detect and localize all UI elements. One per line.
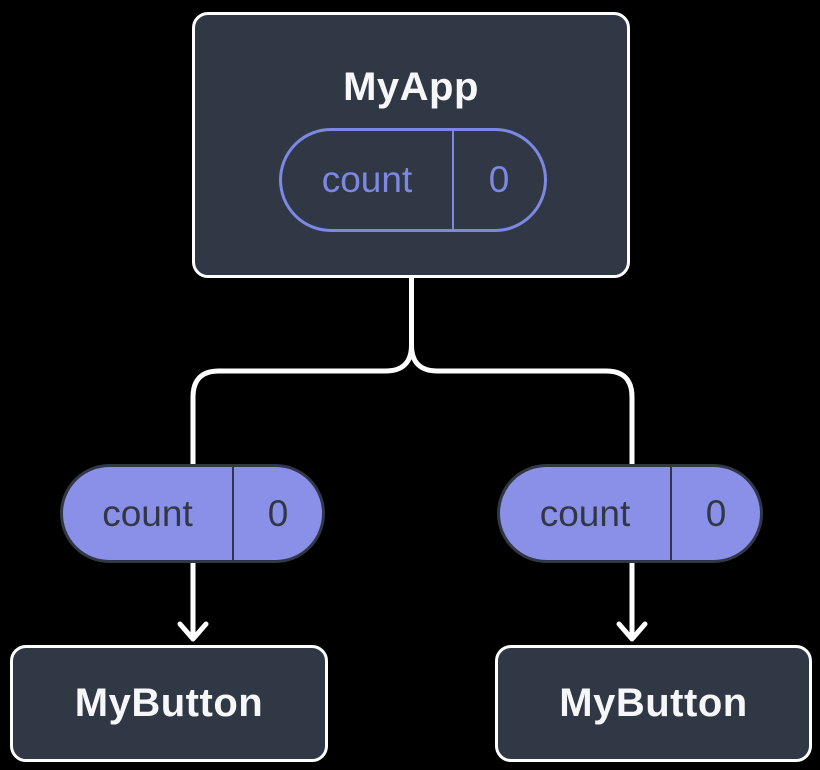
pill-divider (452, 131, 454, 229)
connector-root-to-right-pill (409, 271, 635, 469)
prop-value: 0 (267, 492, 289, 534)
arrowhead-down-icon (177, 621, 209, 642)
prop-name: count (539, 492, 631, 534)
state-pill: count 0 (279, 128, 547, 232)
component-node-mybutton-left: MyButton (10, 645, 328, 762)
component-title: MyButton (74, 681, 264, 725)
pill-divider (232, 467, 234, 560)
prop-pill-left: count 0 (60, 464, 325, 563)
prop-pill-right: count 0 (497, 464, 763, 563)
connector-root-to-left-pill (190, 271, 414, 469)
state-value: 0 (488, 159, 510, 200)
prop-name: count (102, 492, 193, 534)
component-title: MyApp (343, 65, 479, 109)
arrowhead-down-icon (616, 621, 648, 642)
pill-divider (670, 467, 672, 560)
prop-value: 0 (705, 492, 727, 534)
component-title: MyButton (559, 681, 748, 725)
component-node-myapp: MyApp count 0 (192, 12, 630, 278)
state-name: count (321, 159, 413, 200)
component-node-mybutton-right: MyButton (495, 645, 812, 762)
